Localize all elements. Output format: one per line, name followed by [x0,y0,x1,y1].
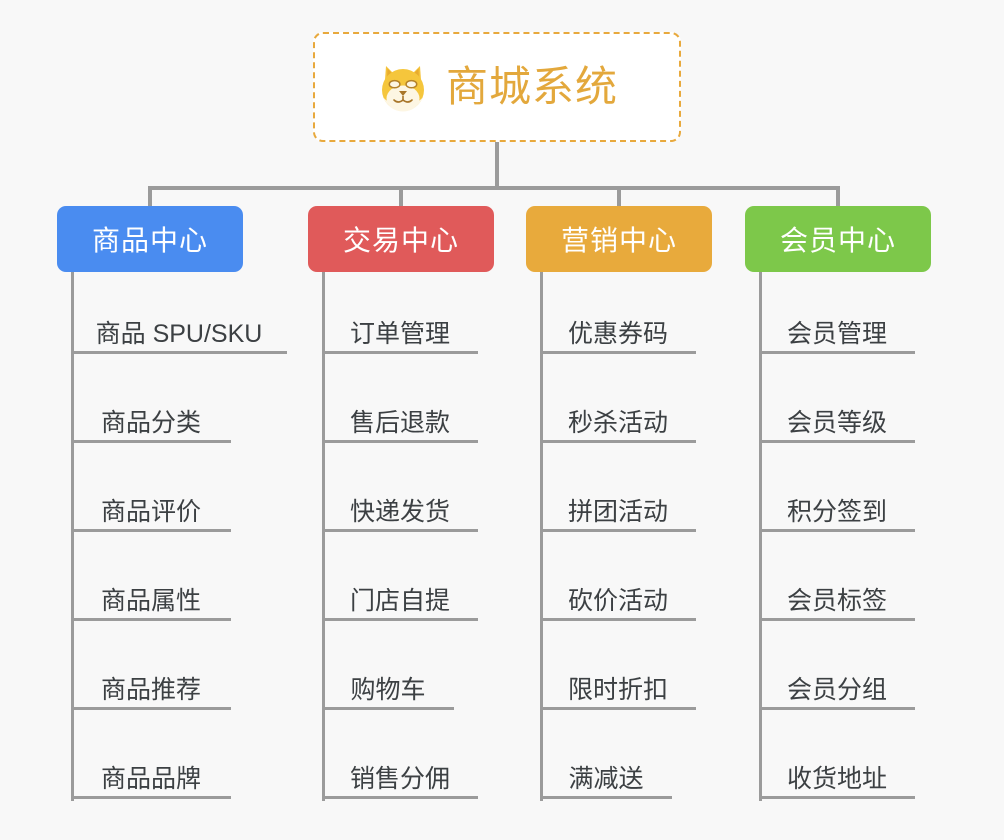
leaf-label-4-5: 会员分组 [786,675,887,704]
leaf-item-2-2[interactable]: 售后退款 [322,399,478,443]
leaf-label-4-6: 收货地址 [786,764,887,793]
leaf-item-2-1[interactable]: 订单管理 [322,310,478,354]
branch-header-1[interactable]: 商品中心 [57,206,243,272]
branch-trunk-3 [540,272,543,801]
leaf-label-1-4: 商品属性 [100,586,201,615]
leaf-item-1-6[interactable]: 商品品牌 [71,755,231,799]
leaf-item-2-5[interactable]: 购物车 [322,666,454,710]
leaf-item-2-3[interactable]: 快递发货 [322,488,478,532]
leaf-label-2-3: 快递发货 [349,497,450,526]
leaf-item-4-2[interactable]: 会员等级 [759,399,915,443]
leaf-label-1-5: 商品推荐 [100,675,201,704]
leaf-item-1-3[interactable]: 商品评价 [71,488,231,532]
branch-drop-connector-3 [617,186,621,208]
branch-drop-connector-4 [836,186,840,208]
leaf-item-4-4[interactable]: 会员标签 [759,577,915,621]
leaf-item-3-6[interactable]: 满减送 [540,755,672,799]
leaf-label-2-2: 售后退款 [349,408,450,437]
leaf-item-3-3[interactable]: 拼团活动 [540,488,696,532]
branch-header-2[interactable]: 交易中心 [308,206,494,272]
leaf-item-4-6[interactable]: 收货地址 [759,755,915,799]
leaf-label-2-1: 订单管理 [349,319,450,348]
leaf-label-1-1: 商品 SPU/SKU [95,319,263,348]
leaf-item-4-5[interactable]: 会员分组 [759,666,915,710]
leaf-label-1-2: 商品分类 [100,408,201,437]
leaf-item-1-4[interactable]: 商品属性 [71,577,231,621]
leaf-label-3-6: 满减送 [568,764,644,793]
leaf-item-1-1[interactable]: 商品 SPU/SKU [71,310,287,354]
leaf-label-1-3: 商品评价 [100,497,201,526]
shiba-dog-face-emoji [376,60,430,114]
branch-header-4[interactable]: 会员中心 [745,206,931,272]
leaf-item-3-1[interactable]: 优惠券码 [540,310,696,354]
leaf-label-4-4: 会员标签 [786,586,887,615]
leaf-label-4-3: 积分签到 [786,497,887,526]
leaf-label-1-6: 商品品牌 [100,764,201,793]
leaf-item-2-6[interactable]: 销售分佣 [322,755,478,799]
branch-bus-connector [148,186,840,190]
leaf-item-1-2[interactable]: 商品分类 [71,399,231,443]
leaf-label-2-6: 销售分佣 [349,764,450,793]
branch-trunk-4 [759,272,762,801]
leaf-item-4-1[interactable]: 会员管理 [759,310,915,354]
root-title: 商城系统 [445,63,618,110]
leaf-label-3-1: 优惠券码 [567,319,668,348]
branch-trunk-1 [71,272,74,801]
branch-drop-connector-2 [399,186,403,208]
leaf-item-3-2[interactable]: 秒杀活动 [540,399,696,443]
leaf-item-2-4[interactable]: 门店自提 [322,577,478,621]
branch-trunk-2 [322,272,325,801]
branch-drop-connector-1 [148,186,152,208]
leaf-label-3-5: 限时折扣 [567,675,668,704]
leaf-label-3-4: 砍价活动 [567,586,668,615]
leaf-label-3-2: 秒杀活动 [567,408,668,437]
branch-header-label-1: 商品中心 [91,225,208,256]
branch-header-label-4: 会员中心 [779,225,896,256]
leaf-item-3-4[interactable]: 砍价活动 [540,577,696,621]
leaf-item-4-3[interactable]: 积分签到 [759,488,915,532]
root-stem-connector [495,142,499,190]
leaf-item-1-5[interactable]: 商品推荐 [71,666,231,710]
leaf-label-4-2: 会员等级 [786,408,887,437]
branch-header-label-2: 交易中心 [342,225,459,256]
branch-header-3[interactable]: 营销中心 [526,206,712,272]
leaf-label-2-4: 门店自提 [349,586,450,615]
leaf-label-2-5: 购物车 [350,675,426,704]
leaf-item-3-5[interactable]: 限时折扣 [540,666,696,710]
branch-header-label-3: 营销中心 [560,225,677,256]
leaf-label-3-3: 拼团活动 [567,497,668,526]
root-node[interactable]: 商城系统 [313,32,681,142]
leaf-label-4-1: 会员管理 [786,319,887,348]
